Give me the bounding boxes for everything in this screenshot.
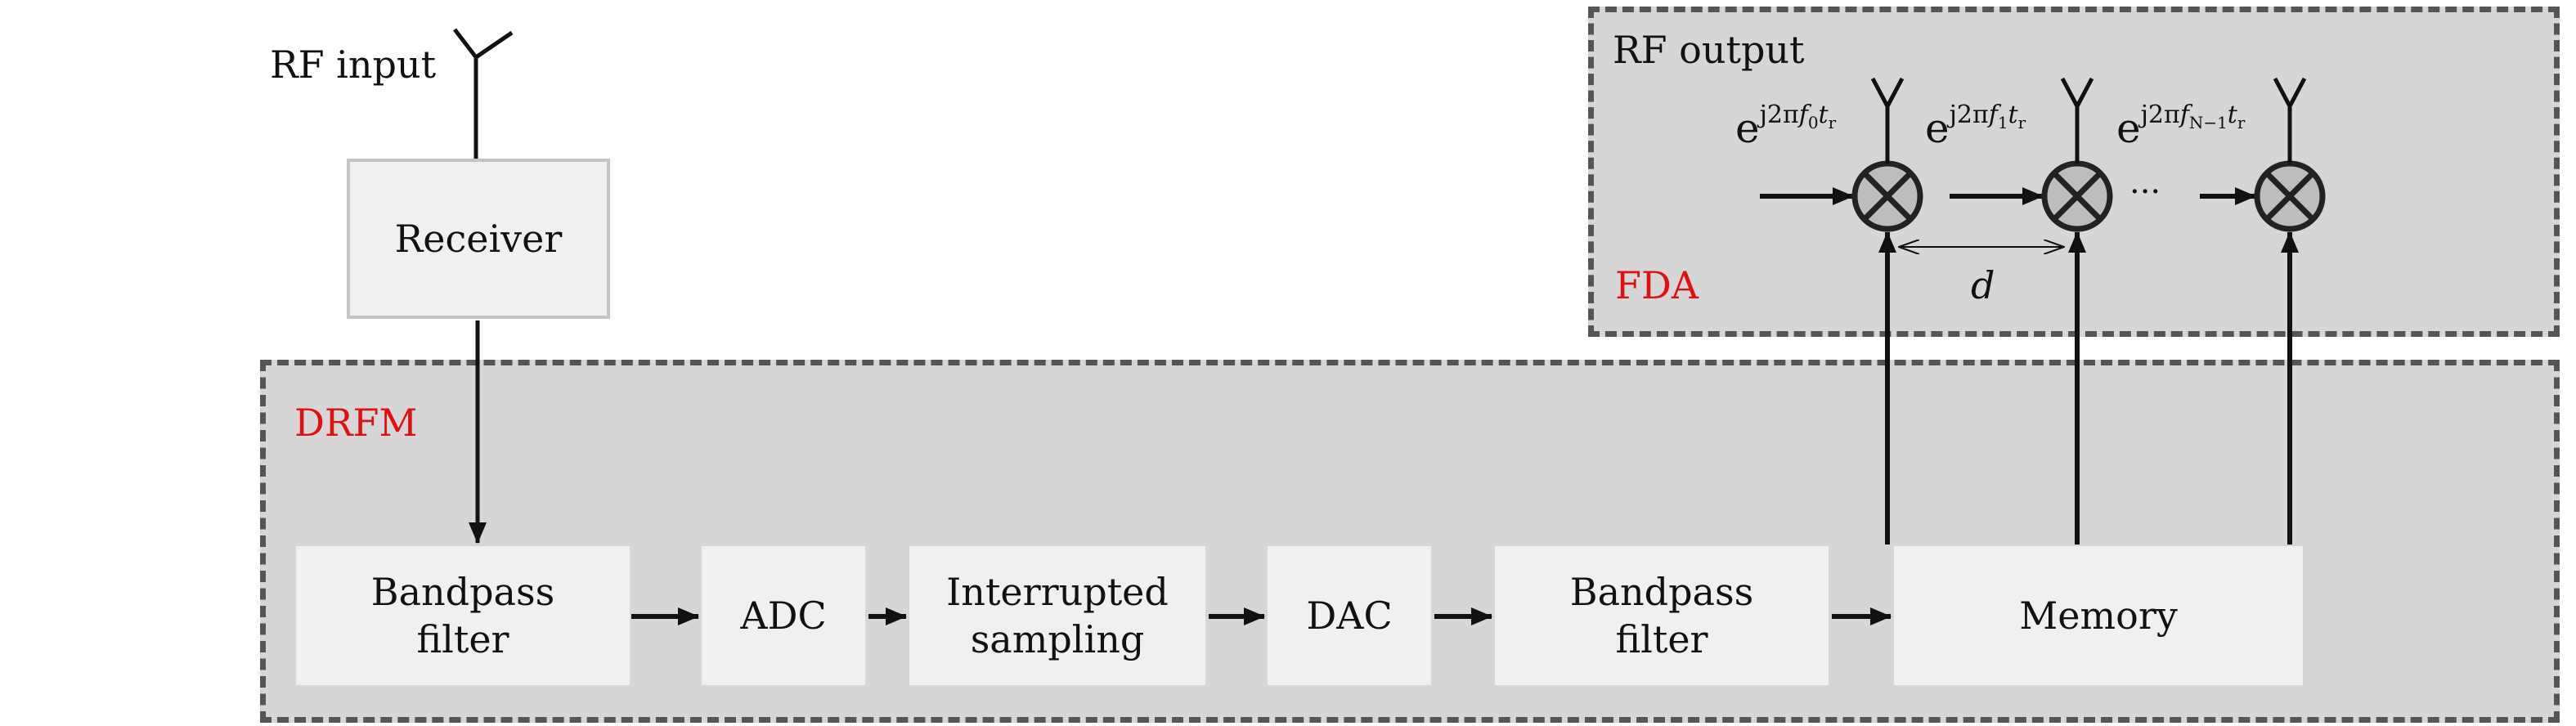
block-label-line2: filter (416, 617, 509, 661)
phase-t: t (2227, 101, 2237, 130)
mixer-1-icon (1851, 160, 1923, 232)
phase-f: f (1988, 101, 1998, 130)
phase-term-fn1: ej2πfN−1tr (2116, 101, 2246, 152)
spacing-d-label: d (1971, 263, 1995, 307)
fda-label: FDA (1615, 263, 1699, 307)
receiver-block: Receiver (347, 159, 610, 319)
phase-term-f1: ej2πf1tr (1925, 101, 2026, 152)
block-label-line2: filter (1615, 617, 1708, 661)
rf-output-label: RF output (1613, 28, 1805, 72)
phase-term-f0: ej2πf0tr (1735, 101, 1837, 152)
block-label-line1: ADC (740, 594, 827, 638)
phase-base: e (1925, 105, 1950, 152)
mixer-3-icon (2254, 160, 2326, 232)
phase-f-sub: 1 (1997, 113, 2008, 133)
phase-t: t (1818, 101, 1829, 130)
block-label-line1: DAC (1306, 594, 1393, 638)
memory-block: Memory (1894, 546, 2303, 685)
drfm-label: DRFM (294, 401, 418, 445)
phase-t: t (2008, 101, 2018, 130)
phase-t-sub: r (1828, 113, 1837, 133)
rf-output-antenna-1-icon (1870, 77, 1905, 164)
rf-input-antenna-icon (453, 28, 514, 159)
phase-exp-prefix: j2π (1759, 101, 1799, 130)
mixer-2-icon (2041, 160, 2113, 232)
block-label-line1: Memory (2019, 594, 2178, 638)
block-label-line1: Interrupted (946, 570, 1169, 614)
ellipsis: ··· (2129, 173, 2161, 211)
block-label-line2: sampling (970, 617, 1145, 661)
phase-base: e (2116, 105, 2141, 152)
phase-exp-prefix: j2π (1949, 101, 1989, 130)
phase-f-sub: N−1 (2188, 113, 2228, 133)
adc-block: ADC (702, 546, 865, 685)
dac-block: DAC (1268, 546, 1431, 685)
receiver-label: Receiver (394, 217, 563, 261)
phase-f: f (1798, 101, 1808, 130)
rf-output-antenna-3-icon (2273, 77, 2307, 164)
phase-t-sub: r (2017, 113, 2026, 133)
block-label-line1: Bandpass (370, 570, 555, 614)
phase-f-sub: 0 (1807, 113, 1819, 133)
phase-exp-prefix: j2π (2140, 101, 2180, 130)
phase-t-sub: r (2237, 113, 2246, 133)
phase-f: f (2179, 101, 2189, 130)
rf-output-antenna-2-icon (2060, 77, 2094, 164)
block-label-line1: Bandpass (1569, 570, 1754, 614)
rf-input-label: RF input (270, 43, 437, 87)
phase-base: e (1735, 105, 1760, 152)
